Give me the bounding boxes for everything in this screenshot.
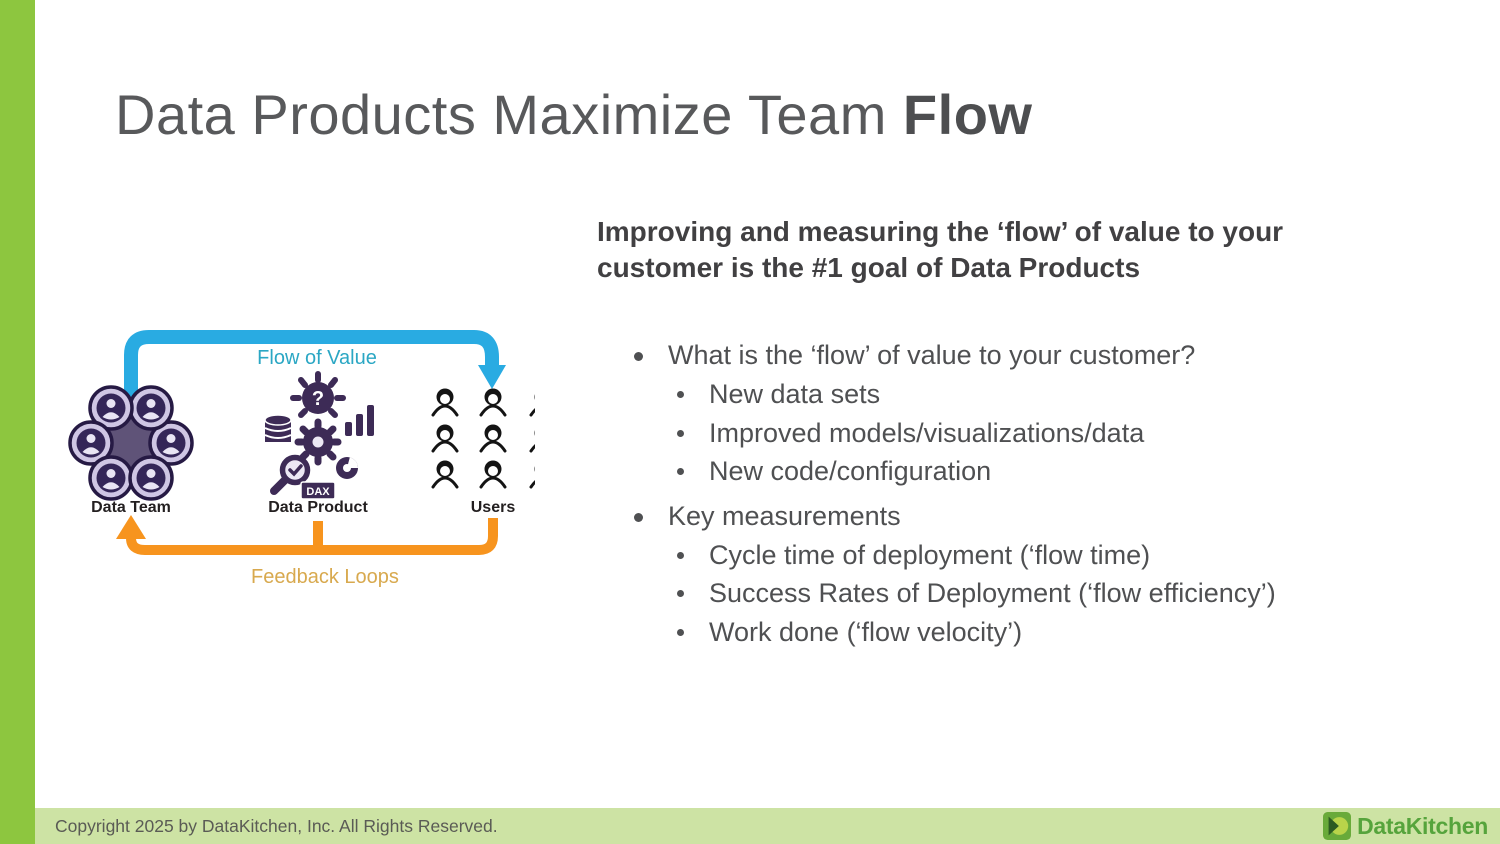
data-team-icon xyxy=(68,385,194,501)
sub-bullet-item: New data sets xyxy=(668,375,1276,414)
flow-diagram: Flow of Value Feedback Loops Data Team xyxy=(68,330,535,588)
data-team-label: Data Team xyxy=(91,499,171,516)
sub-bullet-item: Improved models/visualizations/data xyxy=(668,414,1276,453)
feedback-loop-arrow xyxy=(116,515,498,555)
subheading: Improving and measuring the ‘flow’ of va… xyxy=(597,216,1284,283)
datakitchen-logo-text: DataKitchen xyxy=(1357,812,1488,839)
bullet-text: What is the ‘flow’ of value to your cust… xyxy=(668,340,1196,370)
bullet-text: Key measurements xyxy=(668,500,901,531)
page-title: Data Products Maximize Team Flow xyxy=(115,82,1032,147)
data-product-icon: ? xyxy=(264,371,374,500)
accent-left-bar xyxy=(0,0,35,844)
question-mark-glyph: ? xyxy=(312,388,324,410)
sub-bullet-item: Cycle time of deployment (‘flow time) xyxy=(668,536,1276,575)
flow-of-value-label: Flow of Value xyxy=(257,347,377,369)
footer-band: Copyright 2025 by DataKitchen, Inc. All … xyxy=(0,808,1500,844)
users-icon xyxy=(431,387,535,489)
bullet-list: What is the ‘flow’ of value to your cust… xyxy=(612,336,1276,651)
sub-bullet-item: New code/configuration xyxy=(668,452,1276,491)
flow-of-value-arrow xyxy=(124,330,506,401)
copyright-text: Copyright 2025 by DataKitchen, Inc. All … xyxy=(55,815,498,836)
bullet-item: Key measurements Cycle time of deploymen… xyxy=(612,497,1276,652)
sub-bullet-item: Success Rates of Deployment (‘flow effic… xyxy=(668,574,1276,613)
bullet-item: What is the ‘flow’ of value to your cust… xyxy=(612,336,1276,491)
datakitchen-logo-icon xyxy=(1323,812,1352,840)
datakitchen-logo: DataKitchen xyxy=(1323,808,1488,844)
title-regular: Data Products Maximize Team xyxy=(115,83,903,146)
dax-tag: DAX xyxy=(306,486,330,498)
feedback-loops-label: Feedback Loops xyxy=(251,566,399,588)
title-bold: Flow xyxy=(902,83,1033,146)
sub-bullet-item: Work done (‘flow velocity’) xyxy=(668,613,1276,652)
users-label: Users xyxy=(471,499,516,516)
data-product-label: Data Product xyxy=(268,499,368,516)
